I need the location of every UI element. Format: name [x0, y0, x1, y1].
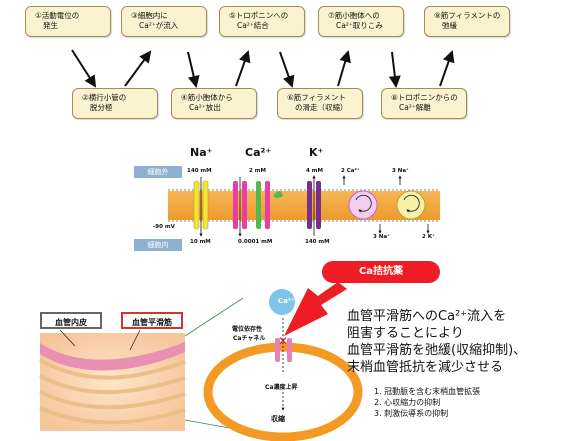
cell-membrane — [168, 191, 440, 220]
contraction-label: 収縮 — [271, 415, 285, 423]
na-inside-conc: 10 mM — [190, 239, 211, 245]
flow-arrows — [71, 49, 455, 88]
na-channel — [193, 177, 209, 237]
step-9-filament-relaxation: ⑨筋フィラメントの弛緩 — [424, 6, 510, 37]
ca-rise-label: Ca濃度上昇 — [265, 384, 298, 391]
na-ion-label: Na⁺ — [190, 146, 213, 159]
ca-channel-label: Caチャネル — [233, 335, 266, 342]
extracellular-label: 細胞外 — [134, 166, 182, 178]
na-outside-conc: 140 mM — [187, 168, 212, 174]
ca-inside-conc: 0.0001 mM — [238, 239, 273, 245]
step-1-action-potential: ①活動電位の発生 — [25, 6, 111, 37]
voltage-gated-label: 電位依存性 — [232, 326, 263, 333]
exchanger-ca-out: 2 Ca²⁺ — [341, 168, 360, 174]
intracellular-label: 細胞内 — [134, 239, 182, 251]
k-ion-label: K⁺ — [309, 146, 324, 159]
effect-item: 2. 心収縮力の抑制 — [374, 398, 441, 407]
na-k-pump — [396, 175, 430, 234]
ca-channel — [233, 177, 283, 237]
effect-item: 3. 刺激伝導系の抑制 — [374, 409, 449, 418]
na-ca-exchanger — [342, 175, 382, 234]
effect-item: 1. 冠動脈を含む末梢血管拡張 — [374, 387, 481, 396]
k-inside-conc: 140 mM — [305, 239, 330, 245]
exchanger-na-in: 3 Na⁺ — [373, 234, 390, 240]
smooth-muscle-tag: 血管平滑筋 — [121, 312, 183, 329]
ca-ion-bubble — [269, 289, 295, 315]
pump-k-in: 2 K⁺ — [422, 234, 435, 240]
effects-list: 1. 冠動脈を含む末梢血管拡張 2. 心収縮力の抑制 3. 刺激伝導系の抑制 — [374, 386, 480, 419]
k-outside-conc: 4 mM — [306, 168, 323, 174]
step-2-t-tubule-depolarization: ②横行小管の脱分極 — [72, 88, 158, 119]
mechanism-description: 血管平滑筋へのCa²⁺流入を 阻害することにより 血管平滑筋を弛緩(収縮抑制)、… — [347, 309, 527, 375]
k-channel — [307, 175, 321, 236]
ca-ion-text: Ca²⁺ — [278, 297, 295, 305]
ca-antagonist-callout: Ca拮抗薬 — [322, 261, 440, 283]
endothelium-tag: 血管内皮 — [40, 312, 102, 329]
pump-na-out: 3 Na⁺ — [392, 168, 409, 174]
ca-ion-label: Ca²⁺ — [245, 146, 272, 159]
step-6-filament-sliding: ⑥筋フィラメントの滑走（収縮） — [277, 88, 363, 119]
resting-potential: -90 mV — [153, 224, 175, 230]
drug-arrow — [284, 282, 347, 336]
vessel-tissue-illustration — [39, 329, 186, 431]
ca-outside-conc: 2 mM — [249, 168, 266, 174]
svg-text:✕: ✕ — [278, 334, 288, 348]
